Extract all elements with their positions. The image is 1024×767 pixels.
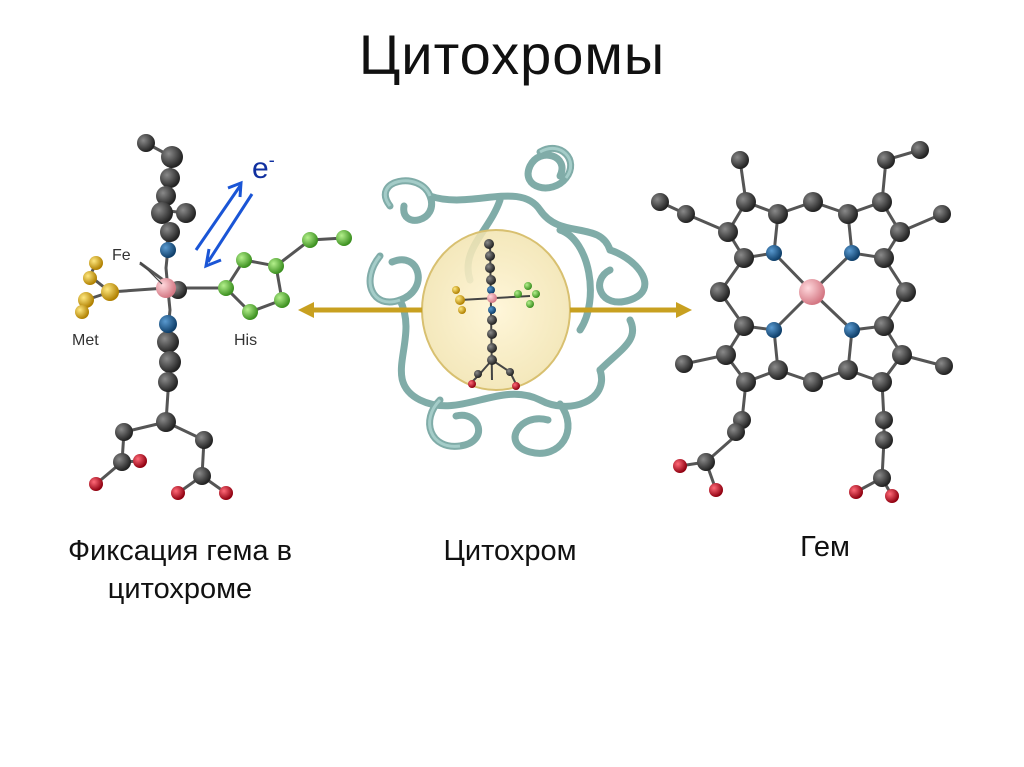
caption-cytochrome: Цитохром — [443, 535, 577, 567]
met-label: Met — [72, 332, 99, 349]
electron-transfer-arrows — [194, 180, 254, 269]
heme-fixation-model: Fe Met His e- — [72, 134, 352, 500]
heme-structure-model — [651, 141, 953, 503]
slide-title: Цитохромы — [358, 23, 666, 86]
cytochrome-protein-model — [298, 144, 692, 457]
caption-heme-fixation: Фиксация гема в цитохроме — [67, 535, 293, 605]
his-label: His — [234, 332, 257, 349]
electron-label: e- — [252, 150, 275, 185]
caption-heme: Гем — [800, 531, 850, 563]
fe-label: Fe — [112, 247, 131, 264]
pointer-arrows — [298, 302, 692, 318]
